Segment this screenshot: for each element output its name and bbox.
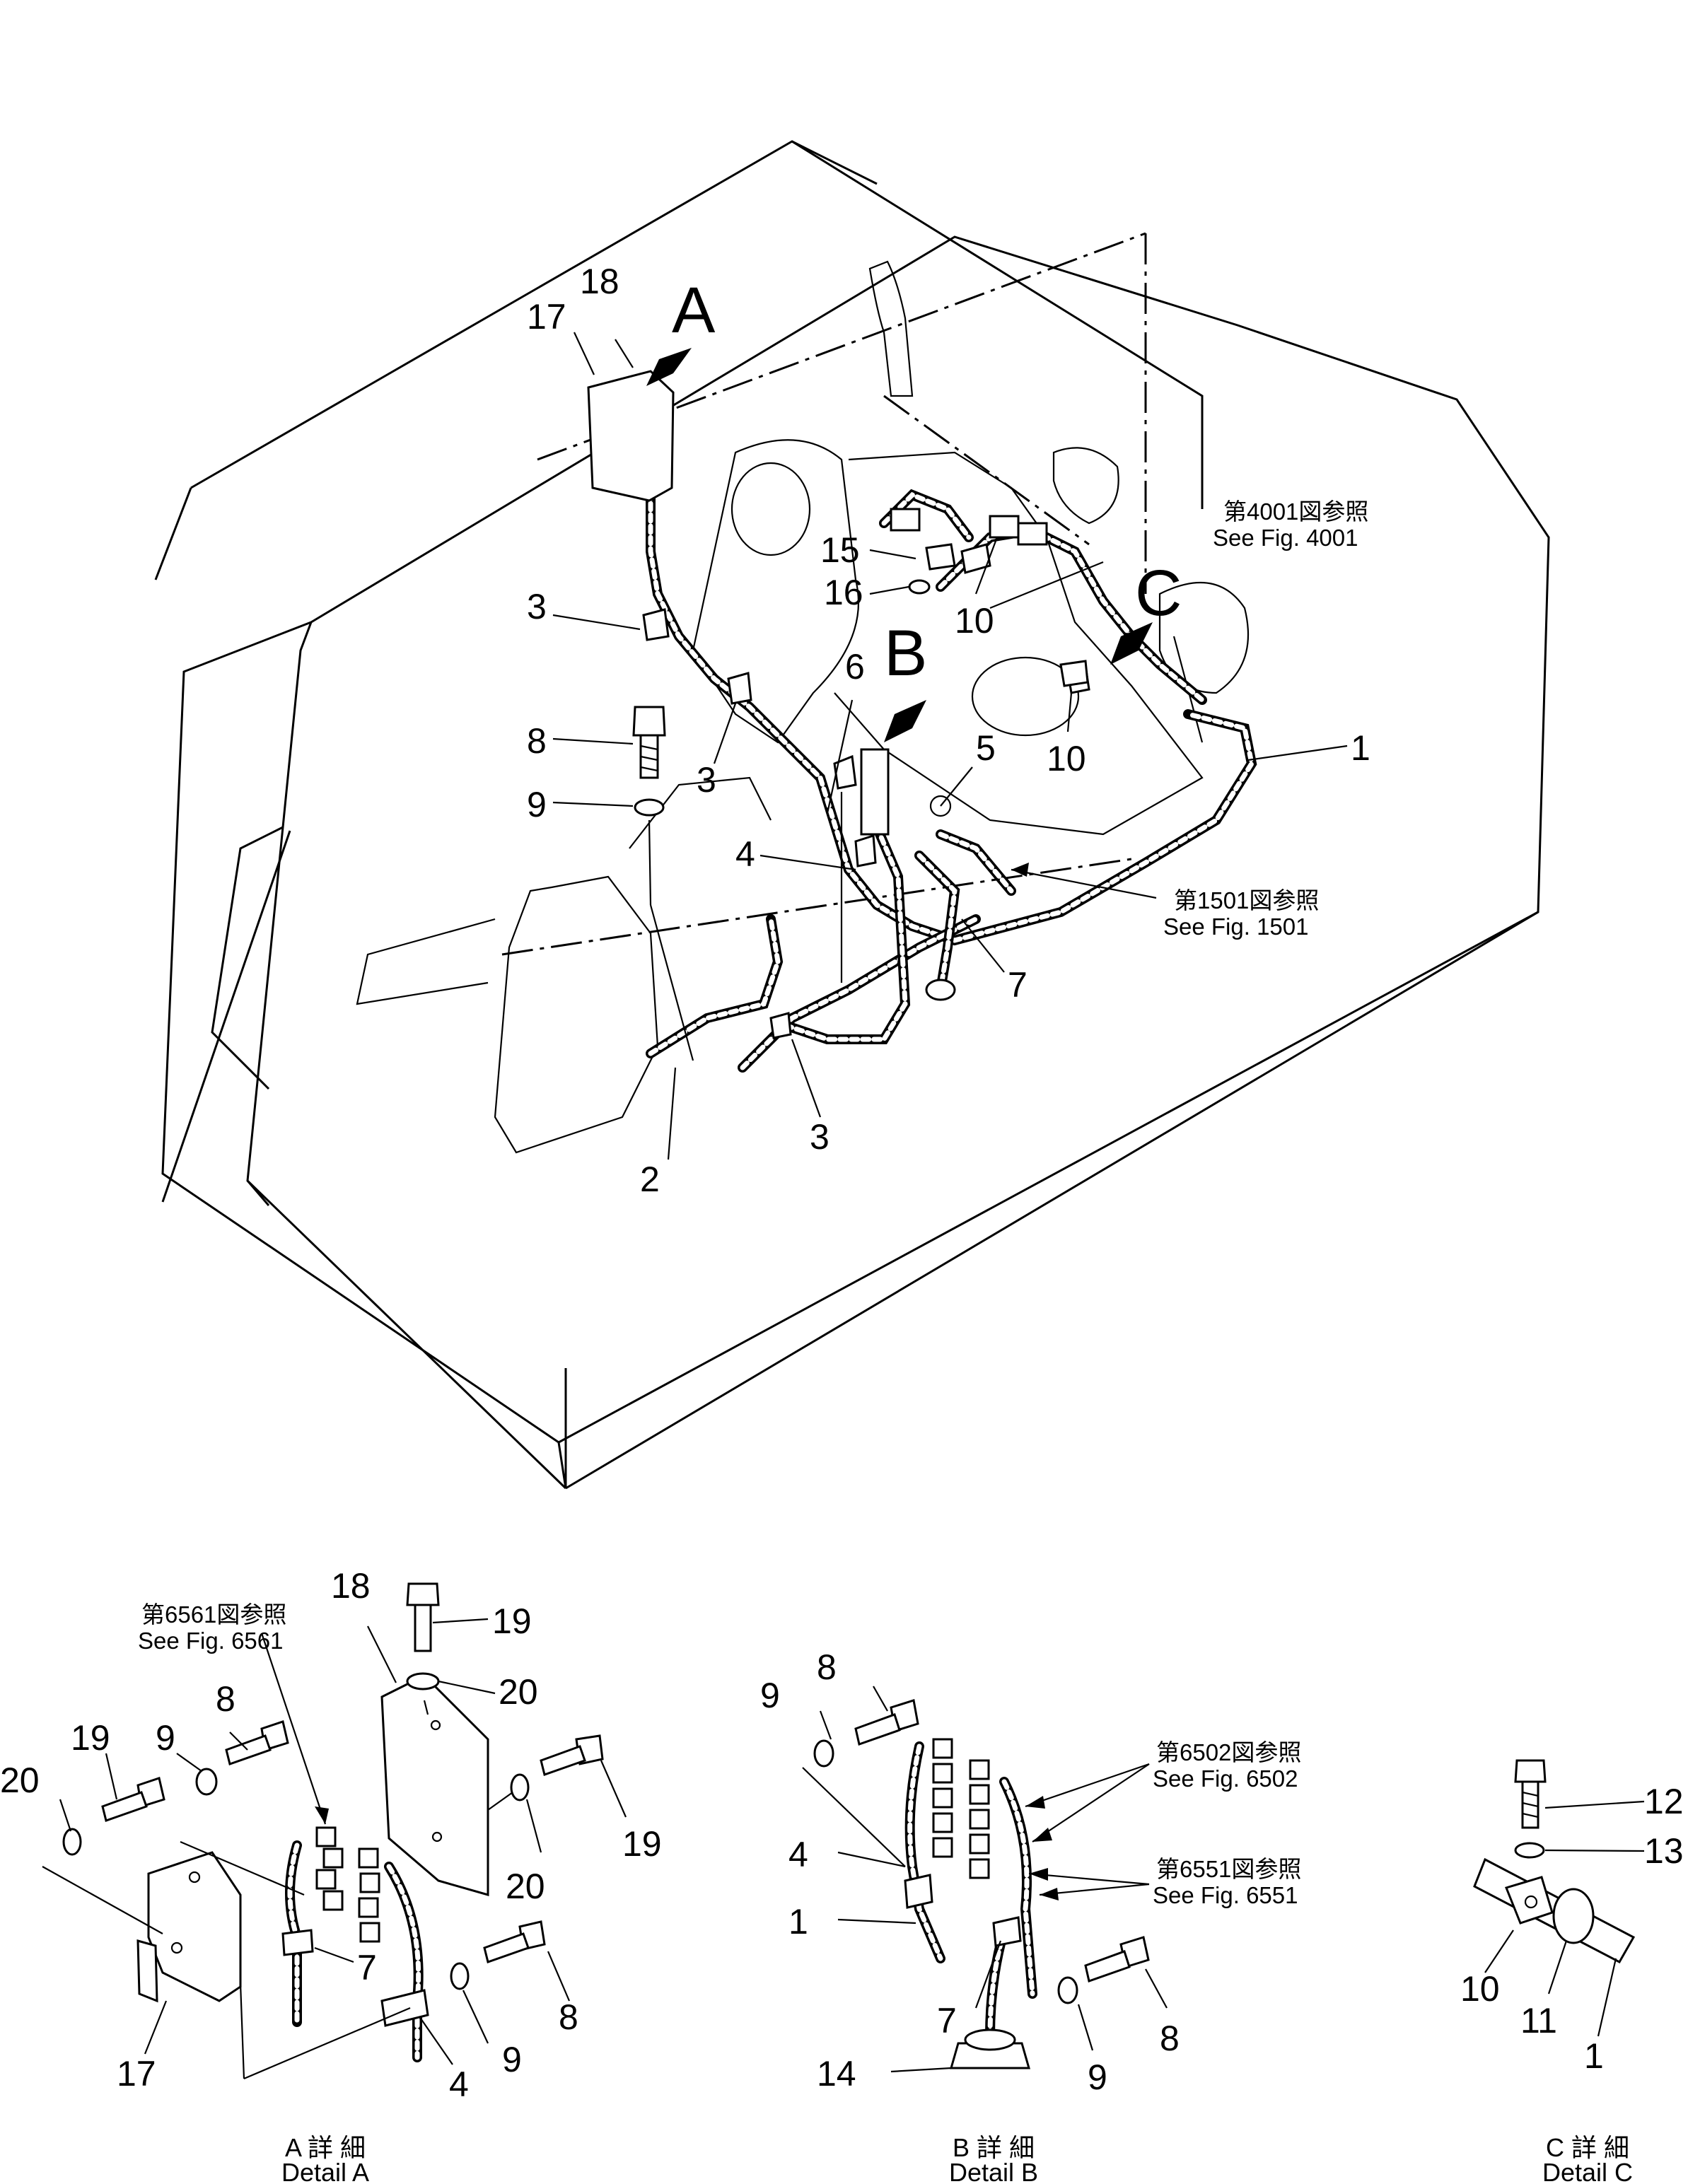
machine-outline [154, 140, 1550, 1490]
callout-3a: 3 [527, 587, 547, 626]
detail-b-callout-7: 7 [937, 2001, 957, 2040]
detail-b [802, 1686, 1168, 2073]
detail-a-callout-4: 4 [449, 2065, 469, 2104]
view-letter-a: A [672, 274, 716, 346]
detail-a-callout-7: 7 [357, 1948, 377, 1987]
detail-c-callout-13: 13 [1644, 1831, 1684, 1871]
detail-a-callout-18: 18 [331, 1566, 371, 1606]
callout-10a: 10 [955, 601, 994, 641]
callout-10c: 10 [1047, 739, 1086, 778]
controller-box-17 [147, 1851, 242, 2002]
callout-7: 7 [1008, 965, 1028, 1005]
detail-b-callout-9-bottom: 9 [1088, 2057, 1107, 2097]
detail-a-callout-20-right: 20 [506, 1867, 545, 1906]
main-components [552, 332, 1348, 1160]
connector-block-b [860, 748, 890, 836]
detail-a-caption-en: Detail A [281, 2158, 369, 2184]
detail-b-callout-8-bottom: 8 [1160, 2019, 1180, 2058]
detail-b-callout-4: 4 [788, 1835, 808, 1874]
detail-a-callout-8-left: 8 [216, 1679, 235, 1719]
main-harness [646, 476, 1257, 1073]
callout-8: 8 [527, 721, 547, 761]
detail-a-callout-9-left: 9 [156, 1718, 175, 1758]
ref-6502-en: See Fig. 6502 [1153, 1765, 1298, 1792]
view-arrow-c [1110, 622, 1153, 665]
callout-17: 17 [527, 297, 566, 337]
detail-c-callout-10: 10 [1460, 1969, 1500, 2009]
detail-b-callout-9-top: 9 [760, 1676, 780, 1715]
detail-a-callout-19-left: 19 [71, 1718, 110, 1758]
detail-a-caption-jp: A 詳 細 [285, 2133, 366, 2162]
ref-1501-jp: 第1501図参照 [1174, 887, 1319, 913]
ref-1501-en: See Fig. 1501 [1163, 913, 1308, 940]
view-arrow-b [884, 700, 926, 742]
callout-3c: 3 [810, 1117, 830, 1157]
callout-2: 2 [640, 1160, 660, 1199]
ref-4001-en: See Fig. 4001 [1213, 525, 1358, 551]
callout-6: 6 [845, 647, 865, 687]
ref-6502-jp: 第6502図参照 [1156, 1739, 1301, 1765]
ref-4001-jp: 第4001図参照 [1223, 498, 1368, 525]
detail-b-callout-1: 1 [788, 1902, 808, 1941]
callout-1: 1 [1351, 728, 1370, 768]
callout-16: 16 [824, 573, 863, 612]
detail-a-callout-19-right: 19 [622, 1824, 662, 1864]
rubber-11 [1552, 1888, 1595, 1944]
bolt-8 [632, 706, 666, 779]
main-labels: A B C 17 18 15 16 10 10 10 3 3 3 6 5 1 8… [527, 262, 1370, 1199]
detail-c-callout-11: 11 [1520, 2001, 1557, 2040]
clamp-3 [642, 608, 670, 641]
detail-b-callout-8-top: 8 [817, 1647, 837, 1687]
ref-6561-en: See Fig. 6561 [138, 1628, 283, 1654]
detail-a-callout-17: 17 [117, 2054, 156, 2094]
view-arrow-a [646, 348, 692, 386]
detail-a-callout-9-right: 9 [502, 2040, 522, 2079]
ref-6561-jp: 第6561図参照 [141, 1601, 286, 1628]
callout-15: 15 [820, 530, 860, 570]
detail-c-caption-jp: C 詳 細 [1546, 2133, 1629, 2162]
detail-c-labels: 12 13 10 11 1 C 詳 細 Detail C [1460, 1782, 1684, 2184]
detail-a-callout-20-top: 20 [499, 1672, 538, 1712]
callout-18: 18 [580, 262, 619, 301]
ref-6551-jp: 第6551図参照 [1156, 1856, 1301, 1882]
controller-box [587, 370, 675, 502]
callout-5: 5 [976, 728, 996, 768]
ref-6551-en: See Fig. 6551 [1153, 1882, 1298, 1908]
washer-13 [1514, 1842, 1545, 1859]
detail-b-callout-14: 14 [817, 2054, 856, 2094]
detail-c-callout-12: 12 [1644, 1782, 1684, 1821]
cover-plate-18 [380, 1674, 489, 1896]
callout-9: 9 [527, 785, 547, 824]
detail-a-callout-19-top: 19 [492, 1601, 532, 1641]
clamp-10 [1504, 1876, 1554, 1925]
callout-3b: 3 [697, 760, 716, 800]
detail-a [42, 1582, 627, 2080]
detail-a-labels: 第6561図参照 See Fig. 6561 18 19 20 19 9 8 2… [0, 1566, 662, 2184]
detail-c-callout-1: 1 [1584, 2036, 1604, 2076]
detail-b-labels: 9 8 4 1 7 14 9 8 第6502図参照 See Fig. 6502 … [760, 1647, 1301, 2184]
detail-a-callout-8-right: 8 [559, 1997, 578, 2037]
detail-b-caption-jp: B 詳 細 [953, 2133, 1035, 2162]
detail-a-callout-20-left: 20 [0, 1760, 40, 1800]
detail-c [1473, 1759, 1645, 2037]
detail-c-caption-en: Detail C [1542, 2158, 1633, 2184]
detail-b-caption-en: Detail B [949, 2158, 1038, 2184]
connector-stack-b [932, 1738, 990, 1879]
view-letter-b: B [884, 617, 927, 689]
callout-4: 4 [735, 834, 755, 874]
connector-stack-a [315, 1826, 380, 1943]
washer-9 [634, 798, 665, 817]
engine-assembly [356, 260, 1250, 1154]
view-letter-c: C [1135, 557, 1182, 629]
